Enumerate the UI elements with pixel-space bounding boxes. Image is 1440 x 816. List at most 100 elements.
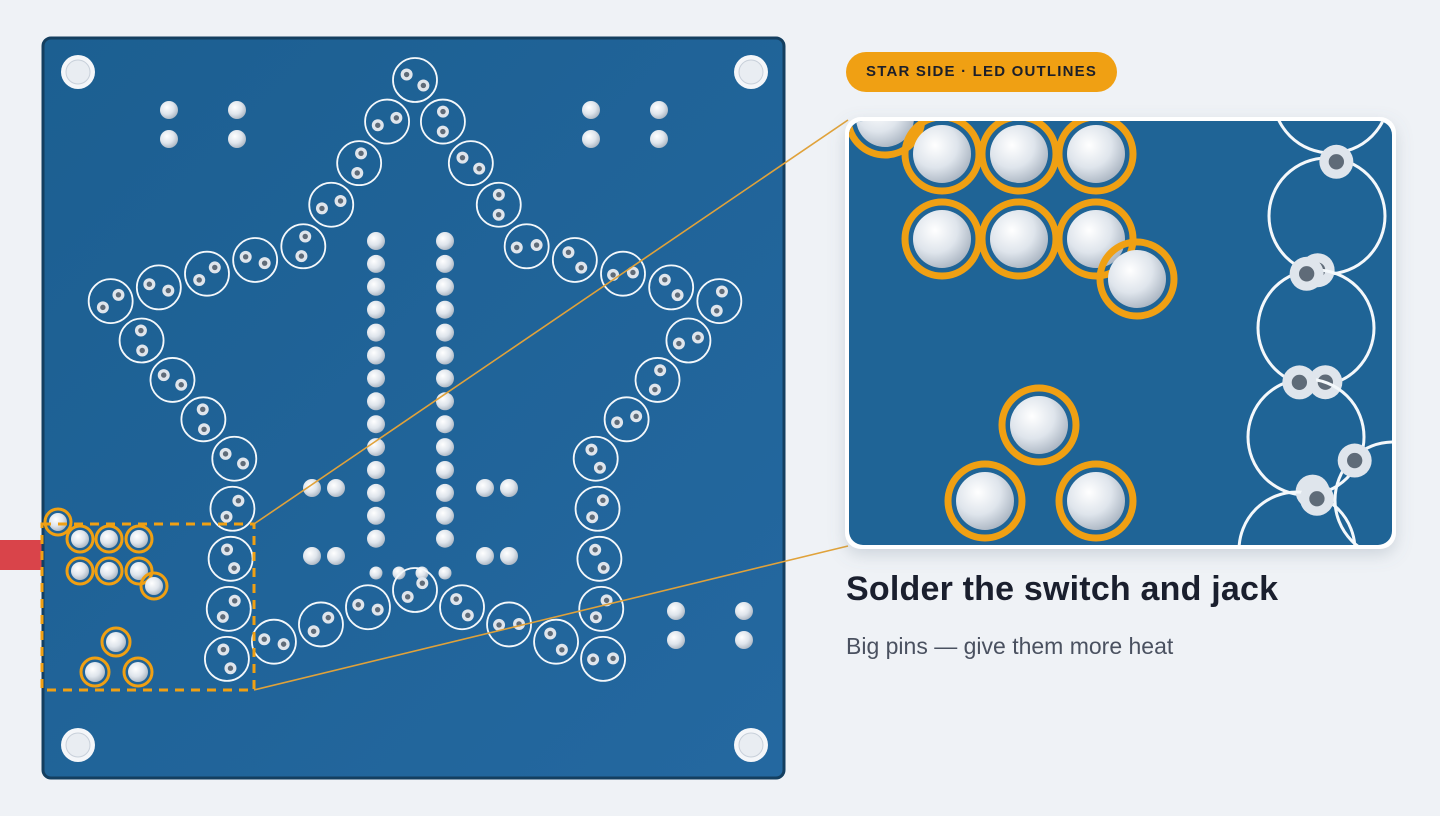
led-pad-hole — [657, 367, 663, 373]
switch-pad — [130, 562, 148, 580]
mounting-hole-inner — [738, 732, 764, 758]
led-pad-hole — [374, 606, 381, 613]
led-outline — [392, 57, 438, 103]
led-outline-circle — [1333, 440, 1392, 545]
led-pad — [1369, 78, 1403, 112]
solder-pad — [327, 547, 345, 565]
highlight-ring — [94, 524, 124, 554]
mounting-hole-inner — [65, 732, 91, 758]
led-pad-hole — [222, 451, 229, 457]
led-outline-circle — [392, 567, 438, 613]
led-outline — [603, 396, 650, 443]
led-outline — [298, 601, 344, 648]
led-pad-hole — [1424, 532, 1439, 547]
led-outline — [486, 601, 532, 648]
led-outline-circle — [184, 250, 230, 297]
switch-pad — [71, 562, 89, 580]
solder-pad — [228, 130, 246, 148]
led-outline-circle — [503, 223, 550, 270]
led-outline-circle — [533, 618, 579, 665]
chip-pad — [367, 506, 385, 525]
led-pad-hole — [261, 636, 267, 642]
chip-pad — [367, 529, 385, 548]
zoom-pad — [956, 472, 1014, 530]
led-pad-hole — [310, 628, 317, 634]
led-pad-hole — [115, 292, 122, 298]
led-pad-hole — [578, 264, 584, 271]
led-outline-circle — [180, 396, 227, 443]
solder-pad — [735, 602, 753, 620]
led-pad-hole — [146, 281, 153, 287]
led-outline-circle — [447, 140, 494, 187]
chip-pad — [436, 300, 454, 319]
led-pad-hole — [261, 260, 268, 266]
solder-pad — [476, 479, 494, 497]
solder-pad — [303, 479, 321, 497]
chip-pad — [367, 346, 385, 365]
zoom-pad — [1108, 250, 1166, 308]
highlight-ring — [124, 556, 154, 586]
led-outline — [232, 237, 279, 283]
chip-pad — [436, 415, 454, 434]
led-pad-hole — [200, 406, 206, 413]
led-outline-circle — [420, 98, 466, 145]
led-outline-circle — [696, 278, 743, 325]
led-pad-hole — [223, 514, 230, 520]
led-outline-circle — [205, 585, 252, 632]
led-pad-hole — [1378, 87, 1393, 102]
led-outline — [533, 618, 579, 665]
led-pad-hole — [1299, 266, 1315, 282]
led-outline — [696, 278, 743, 325]
led-pad-hole — [559, 647, 565, 653]
led-pad-hole — [652, 386, 658, 393]
zoom-pad — [856, 121, 914, 147]
led-outline — [576, 535, 623, 582]
pcb-board — [41, 36, 786, 780]
led-outline — [308, 181, 355, 228]
led-pad-hole — [440, 128, 446, 135]
chip-pad — [436, 506, 454, 525]
solder-pad — [160, 101, 178, 119]
solder-pad — [667, 602, 685, 620]
led-pad-hole — [630, 269, 636, 276]
led-outline-circle — [204, 635, 250, 682]
led-pad-hole — [597, 465, 603, 471]
switch-pad — [49, 513, 67, 531]
led-outline-circle — [135, 264, 182, 311]
led-outline — [207, 535, 254, 582]
solder-pad — [582, 101, 600, 119]
small-pad — [392, 566, 406, 580]
chip-pad — [367, 369, 385, 388]
jack-pad — [85, 662, 105, 682]
led-pad-hole — [235, 498, 242, 504]
led-pad-hole — [1268, 87, 1283, 102]
led-pad-hole — [196, 277, 202, 283]
led-outline — [392, 567, 438, 613]
led-pad-hole — [533, 242, 540, 248]
led-pad-hole — [220, 646, 227, 653]
led-pad-hole — [600, 565, 607, 571]
highlight-ring — [43, 507, 73, 537]
small-pad — [438, 566, 452, 580]
mounting-hole-inner — [738, 59, 764, 85]
led-pad-hole — [232, 598, 238, 604]
led-outline-circle — [364, 98, 410, 145]
led-outline — [204, 635, 250, 682]
jack-pad — [106, 632, 126, 652]
led-outline — [447, 140, 494, 187]
step-subtitle: Big pins — give them more heat — [846, 633, 1174, 659]
highlight-ring — [65, 556, 95, 586]
chip-pad — [436, 254, 454, 273]
led-outline — [634, 357, 681, 403]
led-pad-hole — [588, 446, 595, 453]
led-pad-hole — [589, 514, 595, 520]
led-outline-circle — [551, 237, 598, 283]
led-outline — [648, 264, 695, 311]
highlight-ring — [94, 556, 124, 586]
led-outline-circle — [280, 223, 327, 270]
switch-pad — [100, 562, 118, 580]
chip-pad — [436, 529, 454, 548]
chip-pad — [367, 323, 385, 342]
led-outline-circle — [232, 237, 279, 283]
led-outline-circle — [439, 584, 485, 631]
